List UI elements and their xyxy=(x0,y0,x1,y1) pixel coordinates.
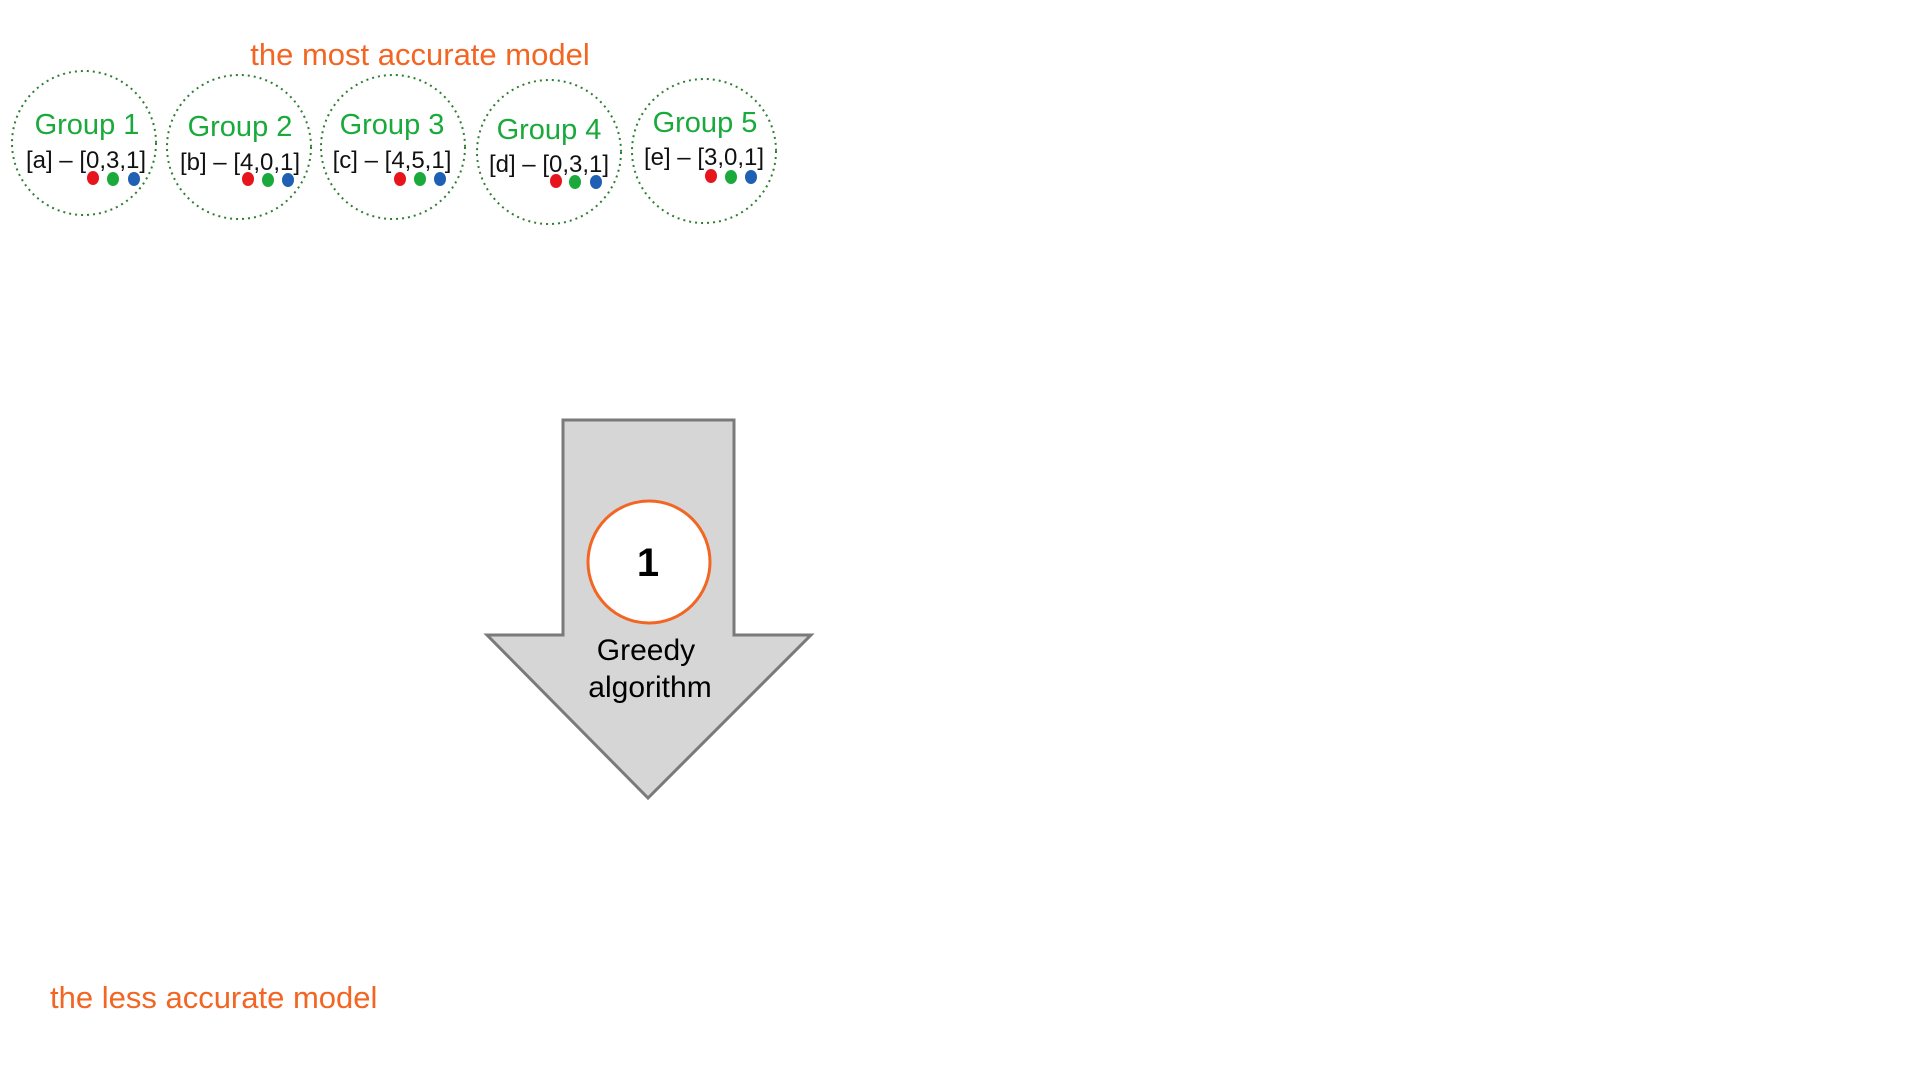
greedy-algorithm-arrow: 1 Greedy algorithm xyxy=(483,418,815,801)
group-title: Group 1 xyxy=(35,109,140,141)
group-vector: [e] – [3,0,1] xyxy=(644,144,764,171)
red-dot xyxy=(242,172,254,186)
green-dot xyxy=(262,173,274,187)
group-vector: [c] – [4,5,1] xyxy=(333,147,452,174)
blue-dot xyxy=(434,172,446,186)
group-circle xyxy=(166,74,312,220)
group-vector: [b] – [4,0,1] xyxy=(180,149,300,176)
red-dot xyxy=(550,174,562,188)
blue-dot xyxy=(590,175,602,189)
group-title: Group 5 xyxy=(653,107,758,139)
group-vector: [d] – [0,3,1] xyxy=(489,151,609,178)
green-dot xyxy=(725,170,737,184)
blue-dot xyxy=(745,170,757,184)
group-title: Group 2 xyxy=(188,111,293,143)
blue-dot xyxy=(282,173,294,187)
group-circle xyxy=(320,74,466,220)
arrow-caption-line1: Greedy xyxy=(597,634,695,667)
step-number: 1 xyxy=(637,541,659,585)
green-dot xyxy=(414,172,426,186)
bottom-label: the less accurate model xyxy=(50,980,377,1015)
red-dot xyxy=(394,172,406,186)
green-dot xyxy=(107,172,119,186)
blue-dot xyxy=(128,172,140,186)
group-circle xyxy=(631,78,777,224)
group-4: Group 4 [d] – [0,3,1] xyxy=(476,79,622,225)
group-circle xyxy=(11,70,157,216)
group-title: Group 3 xyxy=(340,109,445,141)
top-label: the most accurate model xyxy=(250,37,589,72)
group-title: Group 4 xyxy=(497,114,602,146)
red-dot xyxy=(87,171,99,185)
arrow-caption-line2: algorithm xyxy=(588,671,711,704)
group-vector: [a] – [0,3,1] xyxy=(26,147,146,174)
group-3: Group 3 [c] – [4,5,1] xyxy=(320,74,466,220)
step-circle xyxy=(586,499,712,625)
group-circle xyxy=(476,79,622,225)
group-2: Group 2 [b] – [4,0,1] xyxy=(166,74,312,220)
group-5: Group 5 [e] – [3,0,1] xyxy=(631,78,777,224)
red-dot xyxy=(705,169,717,183)
group-1: Group 1 [a] – [0,3,1] xyxy=(11,70,157,216)
green-dot xyxy=(569,175,581,189)
